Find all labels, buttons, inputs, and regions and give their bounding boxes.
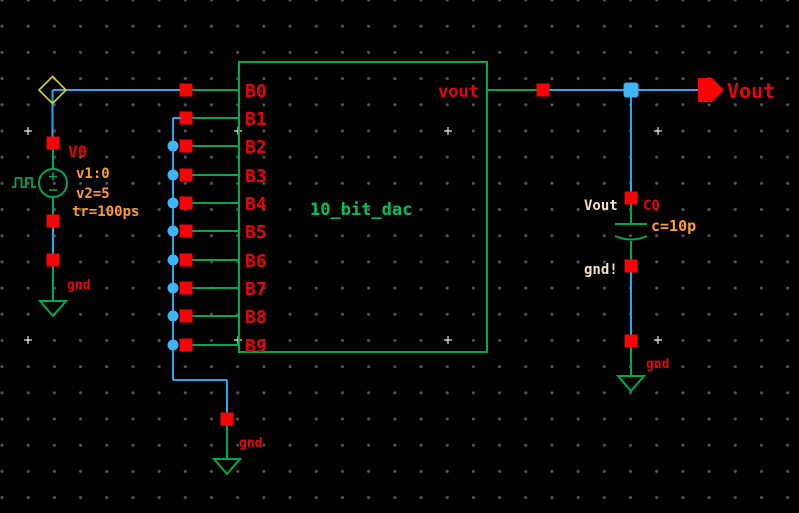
solder-dot[interactable] (167, 254, 179, 266)
ground-symbol[interactable] (211, 458, 243, 476)
bus-gnd-label[interactable]: gnd (239, 436, 262, 451)
solder-dot[interactable] (167, 197, 179, 209)
pin-square[interactable] (179, 111, 193, 125)
pin-square[interactable] (220, 412, 234, 426)
solder-dot[interactable] (167, 140, 179, 152)
output-port-label[interactable]: Vout (727, 79, 775, 103)
output-port-symbol[interactable] (698, 78, 724, 102)
pin-square[interactable] (179, 139, 193, 153)
solder-dot[interactable] (167, 310, 179, 322)
pin-square[interactable] (179, 168, 193, 182)
pin-square[interactable] (624, 334, 638, 348)
dac-title-label[interactable]: 10_bit_dac (310, 200, 412, 220)
solder-junction[interactable] (623, 82, 639, 98)
ground-symbol[interactable] (37, 300, 69, 318)
grid-major-cross (654, 127, 662, 135)
dac-input-pin-label-b7[interactable]: B7 (245, 279, 267, 300)
pin-square[interactable] (179, 338, 193, 352)
source-param-v2[interactable]: v2=5 (76, 186, 110, 202)
pin-square[interactable] (179, 309, 193, 323)
cap-net-label-gnd[interactable]: gnd! (584, 262, 618, 278)
source-instance-label[interactable]: V0 (68, 142, 87, 161)
dac-input-pin-label-b0[interactable]: B0 (245, 81, 267, 102)
grid-major-cross (24, 127, 32, 135)
pin-square[interactable] (46, 136, 60, 150)
pin-square[interactable] (179, 253, 193, 267)
dac-block-outline[interactable] (238, 61, 488, 353)
pin-square[interactable] (46, 214, 60, 228)
source-param-tr[interactable]: tr=100ps (72, 204, 139, 220)
solder-dot[interactable] (167, 282, 179, 294)
dac-output-pin-label[interactable]: vout (438, 82, 479, 102)
solder-dot[interactable] (167, 339, 179, 351)
dac-input-pin-label-b5[interactable]: B5 (245, 222, 267, 243)
capacitor-bottom-plate[interactable] (614, 235, 648, 241)
solder-dot[interactable] (167, 169, 179, 181)
grid-major-cross (24, 336, 32, 344)
plus-sign-icon (49, 172, 57, 181)
cap-param-label[interactable]: c=10p (651, 217, 696, 235)
dac-input-pin-label-b2[interactable]: B2 (245, 137, 267, 158)
source-gnd-label[interactable]: gnd (67, 278, 90, 293)
cap-gnd-label[interactable]: gnd (646, 357, 669, 372)
pulse-waveform-icon (12, 177, 36, 188)
cap-net-label-vout[interactable]: Vout (584, 198, 618, 214)
pin-square[interactable] (46, 253, 60, 267)
grid-major-cross (654, 336, 662, 344)
pin-square[interactable] (179, 83, 193, 97)
ground-symbol[interactable] (615, 375, 647, 393)
cap-instance-label[interactable]: C0 (643, 198, 660, 214)
pin-square[interactable] (624, 259, 638, 273)
pin-square[interactable] (536, 83, 550, 97)
dac-input-pin-label-b1[interactable]: B1 (245, 109, 267, 130)
source-param-v1[interactable]: v1:0 (76, 166, 110, 182)
dac-input-pin-label-b6[interactable]: B6 (245, 251, 267, 272)
pulse-voltage-source-symbol[interactable] (38, 168, 68, 198)
pin-square[interactable] (179, 196, 193, 210)
wire-tap-diamond[interactable] (37, 75, 68, 105)
dac-input-pin-label-b4[interactable]: B4 (245, 194, 267, 215)
dac-input-pin-label-b9[interactable]: B9 (245, 336, 267, 357)
solder-dot[interactable] (167, 225, 179, 237)
pin-square[interactable] (179, 224, 193, 238)
pin-square[interactable] (179, 281, 193, 295)
dac-input-pin-label-b8[interactable]: B8 (245, 307, 267, 328)
grid-major-cross (444, 336, 452, 344)
pin-square[interactable] (624, 191, 638, 205)
grid-major-cross (444, 127, 452, 135)
dac-input-pin-label-b3[interactable]: B3 (245, 166, 267, 187)
